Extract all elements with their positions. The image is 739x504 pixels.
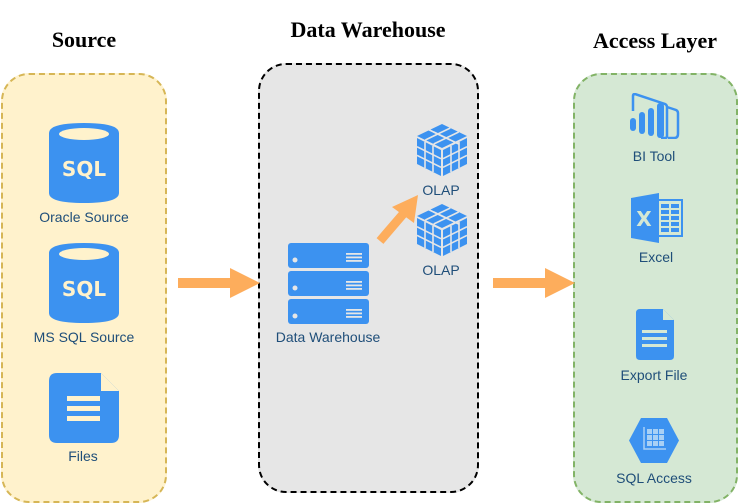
svg-text:SQL: SQL bbox=[62, 277, 106, 301]
cube-icon[interactable] bbox=[417, 204, 467, 256]
arrow-warehouse-to-access bbox=[493, 268, 575, 298]
arrow-source-to-warehouse bbox=[178, 268, 260, 298]
olap-label-2: OLAP bbox=[422, 262, 460, 278]
warehouse-title: Data Warehouse bbox=[290, 17, 446, 42]
olap-label-1: OLAP bbox=[422, 182, 460, 198]
cube-icon[interactable] bbox=[417, 124, 467, 176]
oracle-source-label: Oracle Source bbox=[39, 209, 129, 225]
export-file-label: Export File bbox=[620, 367, 688, 383]
source-title: Source bbox=[51, 27, 117, 52]
data-warehouse-label: Data Warehouse bbox=[275, 329, 381, 345]
power-bi-icon[interactable] bbox=[630, 93, 680, 139]
sql-access-label: SQL Access bbox=[616, 470, 692, 486]
sql-database-icon[interactable]: SQL bbox=[49, 243, 119, 323]
access-title: Access Layer bbox=[592, 28, 717, 53]
excel-icon[interactable]: X bbox=[631, 193, 683, 243]
ms-sql-source-label: MS SQL Source bbox=[33, 329, 135, 345]
sql-table-hexagon-icon[interactable] bbox=[629, 418, 679, 463]
svg-text:X: X bbox=[636, 207, 652, 231]
sql-database-icon[interactable]: SQL bbox=[49, 123, 119, 203]
document-icon[interactable] bbox=[49, 373, 119, 443]
bi-tool-label: BI Tool bbox=[632, 148, 676, 164]
excel-label: Excel bbox=[638, 249, 674, 265]
files-label: Files bbox=[68, 448, 98, 464]
document-icon[interactable] bbox=[636, 309, 674, 360]
server-stack-icon[interactable] bbox=[288, 243, 369, 324]
arrow-warehouse-to-olap bbox=[374, 193, 420, 245]
access-panel bbox=[573, 73, 738, 503]
svg-text:SQL: SQL bbox=[62, 157, 106, 181]
